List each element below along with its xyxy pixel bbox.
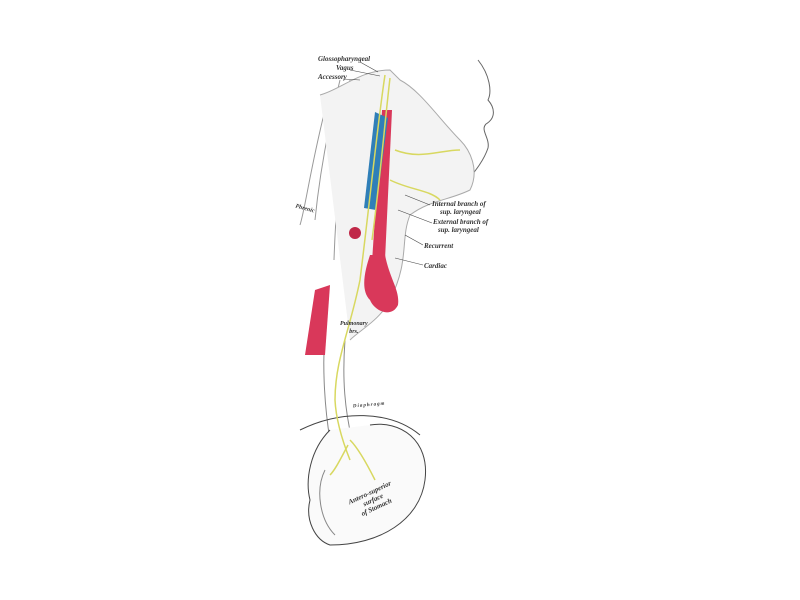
stomach-outline xyxy=(307,423,427,546)
label-line: Pulmonary xyxy=(340,321,368,327)
label-recurrent: Recurrent xyxy=(424,242,454,250)
aortic-arch xyxy=(364,255,399,313)
vagus-nerve xyxy=(334,74,386,461)
label-cardiac: Cardiac xyxy=(424,262,447,270)
jugular-vein xyxy=(364,112,388,210)
label-line: Internal branch of xyxy=(432,200,486,208)
label-internal-branch: Internal branch of sup. laryngeal xyxy=(432,200,486,216)
label-external-branch: External branch of sup. laryngeal xyxy=(433,218,488,234)
face-profile xyxy=(467,59,494,181)
label-glossopharyngeal: Glossopharyngeal xyxy=(318,55,371,63)
label-pulmonary: Pulmonary brs. xyxy=(340,320,368,336)
label-line: brs. xyxy=(349,329,359,335)
carotid-artery xyxy=(372,110,392,262)
diaphragm-line xyxy=(299,415,421,436)
pulmonary-artery xyxy=(305,285,330,355)
label-accessory: Accessory xyxy=(318,73,347,81)
label-line: External branch of xyxy=(433,218,489,226)
label-line: sup. laryngeal xyxy=(438,226,479,234)
label-vagus: Vagus xyxy=(336,64,354,72)
label-line: sup. laryngeal xyxy=(440,208,481,216)
